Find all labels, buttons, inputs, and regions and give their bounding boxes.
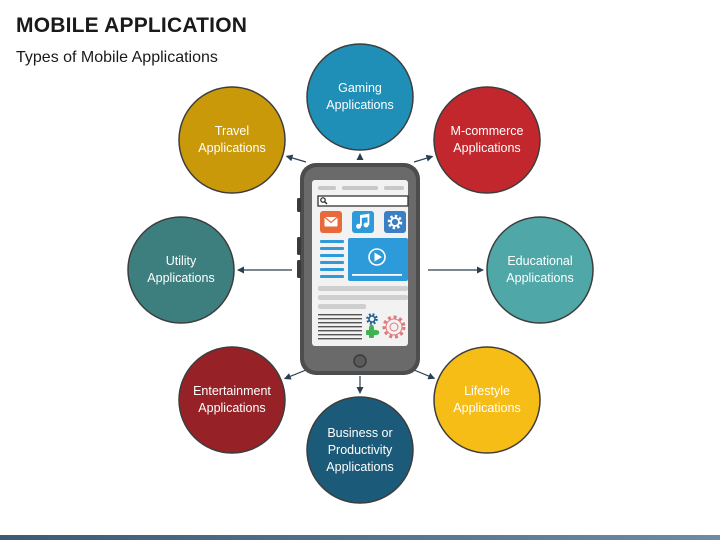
connector-group (237, 153, 484, 394)
node-label-business-productivity: Business or Productivity Applications (326, 425, 394, 474)
node-circle-entertainment (178, 346, 286, 454)
node-label-entertainment: Entertainment Applications (193, 384, 271, 415)
search-icon (320, 197, 328, 205)
node-label-utility: Utility Applications (147, 254, 215, 285)
outline-gear-icon (382, 315, 406, 339)
node-label-travel: Travel Applications (198, 124, 266, 155)
music-icon (352, 211, 374, 233)
connector-arrow-travel (285, 154, 307, 163)
node-circle-m-commerce (433, 86, 541, 194)
gear-icon (384, 211, 406, 233)
text-lines (318, 314, 362, 340)
play-icon (374, 252, 382, 262)
home-button (353, 354, 367, 368)
connector-arrow-entertainment (283, 369, 307, 380)
phone-side-button (297, 237, 301, 255)
node-circle-educational (486, 216, 594, 324)
connector-arrow-lifestyle (413, 369, 436, 380)
mail-icon (320, 211, 342, 233)
smartphone (297, 163, 420, 375)
search-bar (317, 195, 409, 207)
phone-side-button (297, 198, 301, 212)
circle-group (127, 43, 594, 504)
node-circle-lifestyle (433, 346, 541, 454)
page-subtitle: Types of Mobile Applications (16, 49, 218, 66)
node-label-m-commerce: M-commerce Applications (450, 124, 524, 155)
node-circle-travel (178, 86, 286, 194)
page-title: MOBILE APPLICATION (16, 14, 248, 37)
node-label-gaming: Gaming Applications (326, 81, 394, 112)
phone-side-button (297, 260, 301, 278)
menu-lines (320, 240, 344, 278)
node-circle-gaming (306, 43, 414, 151)
video-player (348, 238, 408, 281)
small-gear-icon (366, 313, 378, 325)
bottom-accent-bar (0, 535, 720, 540)
node-label-educational: Educational Applications (506, 254, 574, 285)
connector-arrow-m-commerce (413, 154, 434, 163)
node-label-lifestyle: Lifestyle Applications (453, 384, 521, 415)
puzzle-icon (366, 324, 380, 338)
node-circle-utility (127, 216, 235, 324)
node-circle-business-productivity (306, 396, 414, 504)
